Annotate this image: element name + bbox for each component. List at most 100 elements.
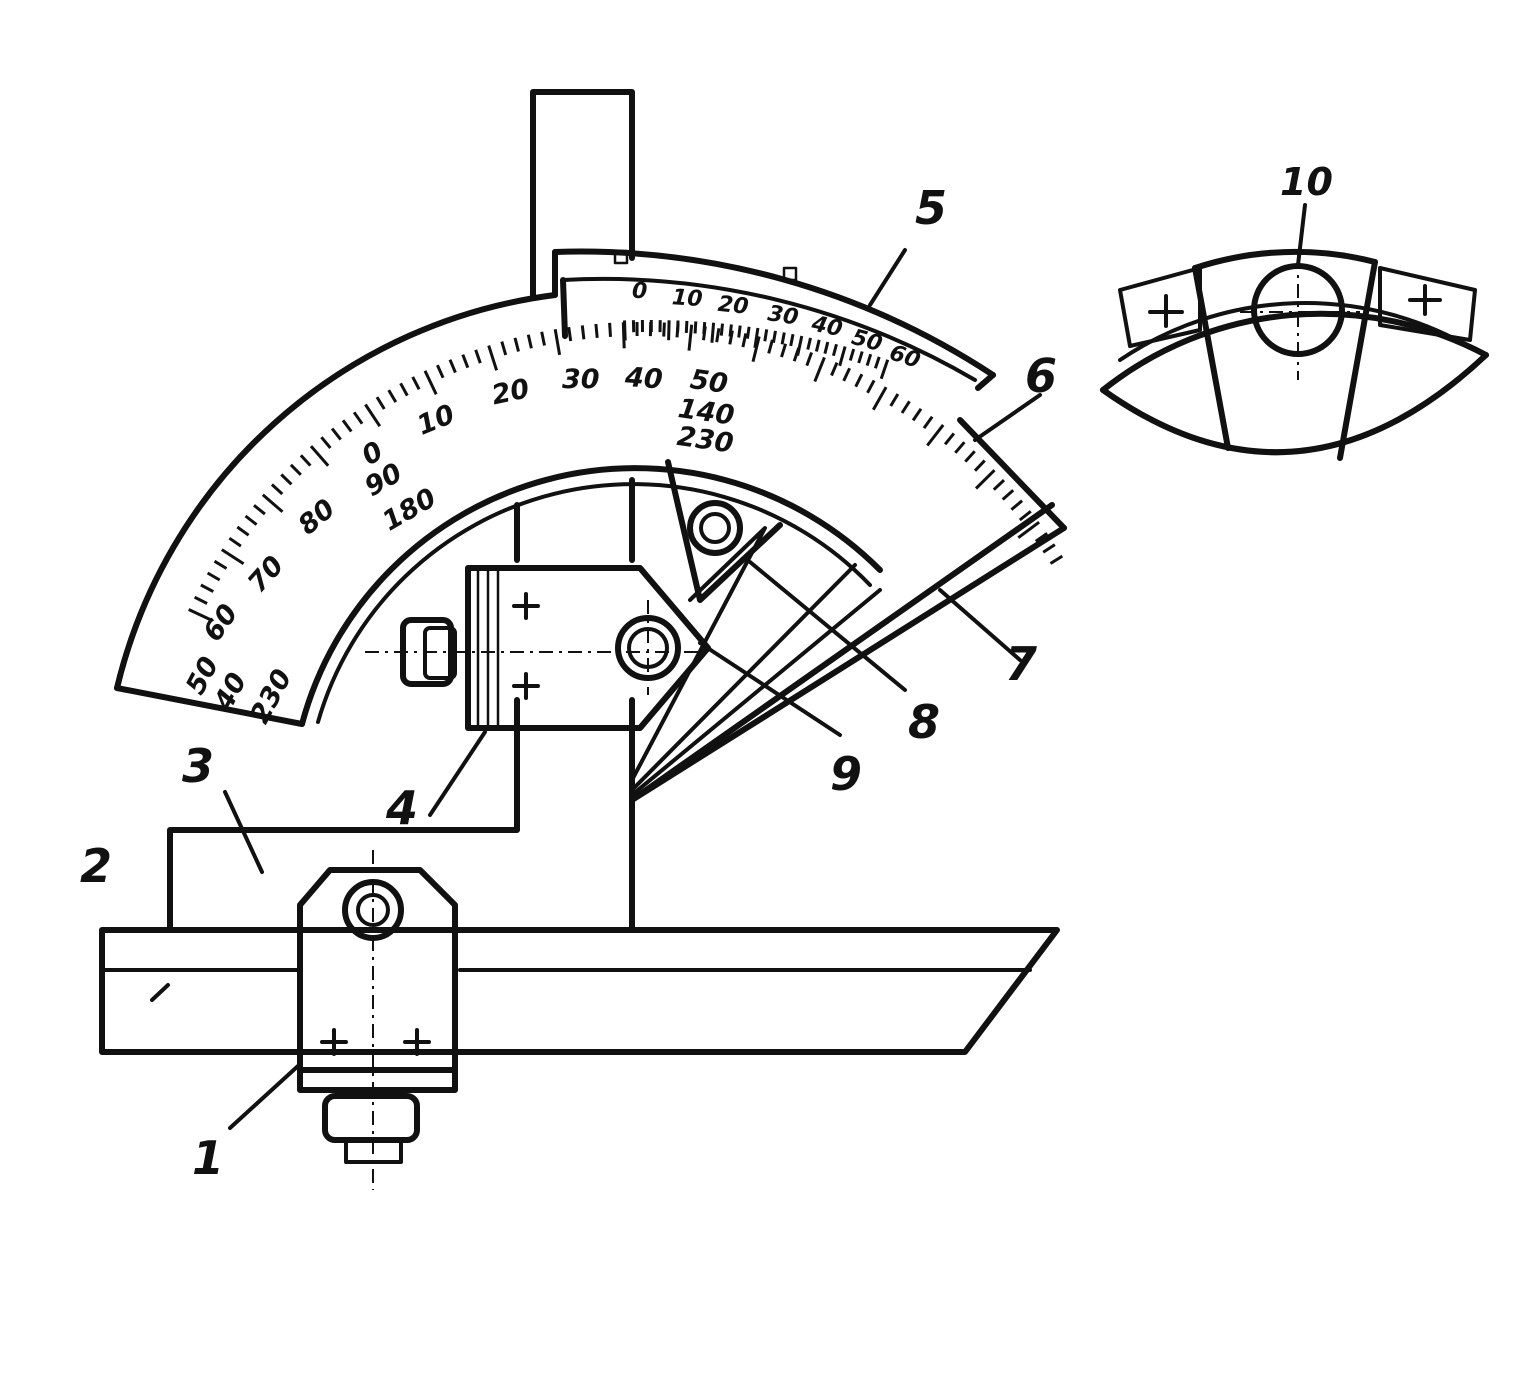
main-scale-tick bbox=[1018, 510, 1032, 522]
main-num-10: 10 bbox=[413, 399, 459, 442]
main-scale-tick bbox=[253, 504, 266, 516]
vernier-num-40: 40 bbox=[808, 311, 844, 342]
main-scale-tick bbox=[526, 334, 533, 349]
center-block bbox=[365, 565, 711, 731]
main-scale-tick bbox=[866, 379, 876, 394]
vernier-scale-tick bbox=[865, 353, 873, 367]
main-scale-tick bbox=[299, 454, 312, 467]
callout-7: 7 bbox=[1005, 637, 1037, 691]
vernier-scale-tick bbox=[848, 348, 856, 361]
vernier-scale-tick bbox=[823, 341, 830, 354]
callout-9: 9 bbox=[830, 747, 862, 801]
main-scale-tick bbox=[580, 325, 586, 340]
leader-lines bbox=[150, 203, 1307, 1130]
main-scale-tick bbox=[767, 339, 774, 354]
callout-2: 2 bbox=[80, 839, 112, 893]
main-scale-tick bbox=[206, 571, 221, 582]
main-scale-tick bbox=[220, 548, 245, 565]
main-scale-tick bbox=[236, 525, 250, 537]
main-scale-tick bbox=[1010, 499, 1024, 511]
vernier-scale-tick bbox=[879, 359, 890, 380]
main-scale-tick bbox=[911, 407, 923, 422]
vernier-plate bbox=[552, 248, 996, 391]
clamp-screw bbox=[665, 459, 783, 603]
main-scale-tick bbox=[341, 419, 353, 433]
main-scale-tick bbox=[500, 341, 508, 356]
main-scale-tick bbox=[280, 473, 293, 486]
main-scale-tick bbox=[461, 354, 470, 369]
main-scale-tick bbox=[594, 323, 599, 339]
main-scale-tick bbox=[889, 393, 900, 407]
callout-10: 10 bbox=[1280, 160, 1333, 204]
lower-slider bbox=[297, 850, 458, 1190]
main-scale-tick bbox=[193, 595, 208, 605]
main-num-20: 20 bbox=[489, 373, 532, 411]
vernier-num-60: 60 bbox=[886, 341, 923, 374]
main-scale-tick bbox=[973, 459, 986, 472]
main-scale-tick bbox=[411, 376, 421, 390]
l-bracket bbox=[167, 502, 520, 933]
main-scale-tick bbox=[805, 351, 814, 367]
main-scale-tick bbox=[244, 514, 258, 526]
main-num-50-right: 50 bbox=[688, 364, 730, 400]
vernier-num-30: 30 bbox=[766, 301, 800, 330]
main-scale-tick bbox=[540, 331, 546, 346]
callout-3: 3 bbox=[182, 739, 214, 793]
vernier-scale-ticks bbox=[623, 319, 890, 380]
vernier-scale-tick bbox=[728, 324, 733, 337]
callout-5: 5 bbox=[915, 181, 947, 235]
main-scale-tick bbox=[974, 469, 996, 490]
main-scale-tick bbox=[423, 370, 438, 395]
vertical-blade bbox=[530, 89, 635, 933]
base-ruler bbox=[99, 927, 1060, 1055]
main-num-30: 30 bbox=[562, 364, 600, 395]
vernier-scale-tick bbox=[745, 326, 751, 339]
vernier-scale-tick bbox=[737, 325, 742, 338]
callout-6: 6 bbox=[1025, 349, 1057, 403]
vernier-scale-tick bbox=[667, 320, 671, 341]
main-scale-ticks bbox=[188, 321, 1064, 622]
main-scale-tick bbox=[1042, 543, 1056, 554]
vernier-scale-tick bbox=[693, 321, 698, 334]
main-scale-tick bbox=[922, 415, 934, 429]
vernier-scale-tick bbox=[814, 339, 821, 352]
main-scale-tick bbox=[1034, 532, 1049, 543]
main-num-60: 60 bbox=[197, 599, 244, 648]
main-scale-tick bbox=[871, 386, 888, 411]
vernier-scale-tick bbox=[771, 330, 777, 343]
main-scale-tick bbox=[213, 559, 228, 570]
main-scale-tick bbox=[309, 445, 330, 467]
main-scale-tick bbox=[487, 345, 499, 371]
main-scale-tick bbox=[943, 432, 956, 446]
callout-labels: 1 2 3 4 5 6 7 8 9 10 bbox=[80, 160, 1333, 1185]
vernier-scale-tick bbox=[684, 320, 689, 333]
main-scale-tick bbox=[741, 333, 748, 348]
main-scale-tick bbox=[375, 396, 386, 410]
main-scale-tick bbox=[399, 382, 409, 397]
main-scale-tick bbox=[352, 411, 364, 425]
main-scale-tick bbox=[320, 436, 332, 449]
main-scale-tick bbox=[200, 583, 215, 593]
main-scale-tick bbox=[1001, 489, 1015, 501]
main-scale-tick bbox=[567, 326, 573, 342]
main-scale-tick bbox=[728, 330, 734, 345]
main-scale-numbers: 50 60 70 80 0 10 20 30 40 50 40 90 140 2… bbox=[180, 362, 736, 729]
main-scale-tick bbox=[687, 324, 694, 351]
main-num-230-right: 230 bbox=[675, 421, 735, 460]
main-scale-tick bbox=[1049, 554, 1064, 565]
main-scale-tick bbox=[662, 322, 666, 337]
callout-1: 1 bbox=[192, 1131, 224, 1185]
main-scale-tick bbox=[436, 364, 445, 379]
main-scale-tick bbox=[188, 608, 213, 622]
main-scale-tick bbox=[228, 536, 242, 548]
main-scale-tick bbox=[474, 349, 482, 364]
vernier-scale-tick bbox=[702, 321, 707, 335]
main-scale-tick bbox=[270, 483, 284, 496]
main-scale-tick bbox=[854, 373, 864, 388]
main-scale-tick bbox=[964, 450, 976, 463]
vernier-scale-tick bbox=[838, 346, 847, 367]
vernier-scale-tick bbox=[763, 329, 769, 342]
main-scale-plate bbox=[114, 292, 1067, 727]
main-scale-tick bbox=[513, 337, 520, 352]
